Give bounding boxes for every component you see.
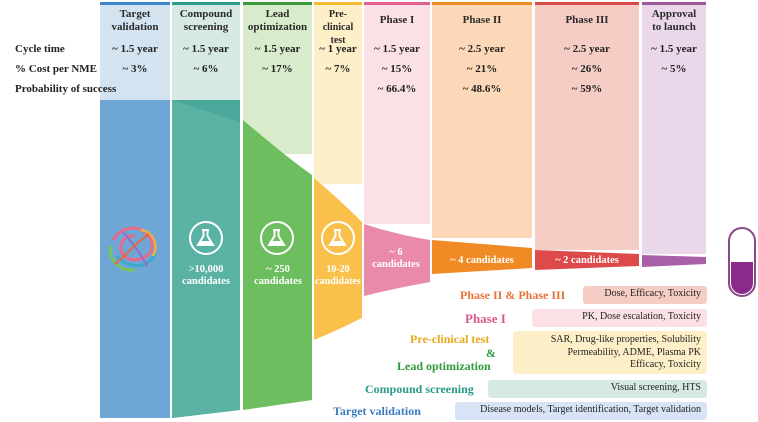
cost-phase3: ~ 26% [571, 63, 603, 75]
protein-structure-icon [109, 226, 157, 272]
legend-heading-compound: Compound screening [365, 382, 474, 396]
stage-header-phase3: Phase III [565, 14, 609, 26]
cost-approval: ~ 5% [661, 63, 687, 75]
cost-target: ~ 3% [122, 63, 148, 75]
funnel-phase3 [535, 250, 639, 270]
capsule-pill-icon [728, 227, 756, 297]
cost-preclinical: ~ 7% [325, 63, 351, 75]
candidates-compound: >10,000 candidates [182, 264, 230, 287]
candidates-phase3: ~ 2 candidates [555, 255, 619, 266]
col-bg-phase3 [535, 4, 639, 250]
probability-phase1: ~ 66.4% [377, 83, 417, 95]
topbar-compound [172, 2, 240, 5]
funnel-phase1 [364, 224, 430, 296]
col-bg-target [100, 4, 170, 100]
legend-heading-lead: Lead optimization [397, 359, 491, 373]
probability-phase2: ~ 48.6% [462, 83, 502, 95]
flask-icon [321, 221, 355, 255]
cycle-time-preclinical: ~ 1 year [319, 43, 357, 55]
topbar-phase3 [535, 2, 639, 5]
legend-detail-preclinical-lead: SAR, Drug-like properties, Solubility Pe… [513, 331, 707, 374]
cost-phase1: ~ 15% [381, 63, 413, 75]
cycle-time-phase2: ~ 2.5 year [459, 43, 505, 55]
topbar-phase1 [364, 2, 430, 5]
candidates-phase2: ~ 4 candidates [450, 255, 514, 266]
cycle-time-lead: ~ 1.5 year [254, 43, 301, 55]
legend-heading-phase23: Phase II & Phase III [460, 288, 566, 302]
legend-detail-phase1: PK, Dose escalation, Toxicity [532, 309, 707, 327]
legend-heading-phase1: Phase I [465, 311, 506, 326]
cycle-time-approval: ~ 1.5 year [651, 43, 697, 55]
funnel-lead [243, 120, 312, 410]
stage-header-phase2: Phase II [462, 14, 502, 26]
col-bg-approval [642, 4, 706, 254]
col-bg-lead [243, 4, 312, 154]
col-bg-phase1 [364, 4, 430, 224]
legend-detail-target: Disease models, Target identification, T… [455, 402, 707, 420]
col-bg-phase2 [432, 4, 532, 238]
funnel-preclinical [314, 178, 362, 340]
legend-heading-preclinical: Pre-clinical test [410, 332, 490, 346]
legend-detail-compound: Visual screening, HTS [488, 380, 707, 398]
row-label-probability: Probability of success [15, 83, 117, 95]
topbar-target [100, 2, 170, 5]
legend-detail-phase23: Dose, Efficacy, Toxicity [583, 286, 707, 304]
candidates-preclinical: 10-20 candidates [315, 264, 361, 287]
cycle-time-phase3: ~ 2.5 year [564, 43, 610, 55]
topbar-preclinical [314, 2, 362, 5]
row-label-cost: % Cost per NME [15, 63, 97, 75]
flask-icon [260, 221, 294, 255]
probability-phase3: ~ 59% [571, 83, 603, 95]
candidates-phase1: ~ 6 candidates [372, 247, 420, 270]
cycle-time-phase1: ~ 1.5 year [374, 43, 420, 55]
cycle-time-compound: ~ 1.5 year [183, 43, 229, 55]
stage-header-phase1: Phase I [379, 14, 415, 26]
candidates-lead: ~ 250 candidates [254, 264, 302, 287]
row-label-cycle-time: Cycle time [15, 43, 65, 55]
legend-heading-ampersand: & [486, 346, 496, 360]
cost-lead: ~ 17% [262, 63, 293, 75]
funnel-phase2 [432, 240, 532, 274]
topbar-phase2 [432, 2, 532, 5]
cost-compound: ~ 6% [193, 63, 219, 75]
legend-heading-target: Target validation [333, 404, 421, 418]
col-bg-compound [172, 4, 240, 100]
col-bg-preclinical [314, 4, 362, 184]
topbar-lead [243, 2, 312, 5]
cycle-time-target: ~ 1.5 year [112, 43, 158, 55]
flask-icon [189, 221, 223, 255]
funnel-compound-top [172, 100, 240, 418]
funnel-approval [642, 255, 706, 267]
cost-phase2: ~ 21% [466, 63, 498, 75]
topbar-approval [642, 2, 706, 5]
